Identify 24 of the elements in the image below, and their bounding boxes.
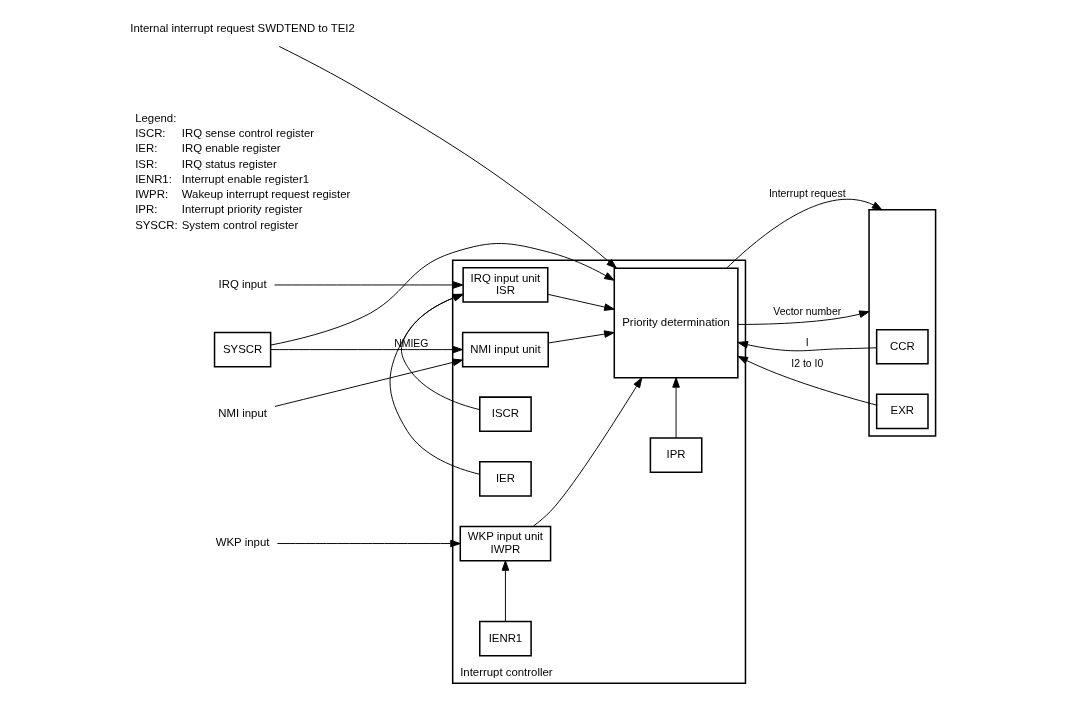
label: IWPR: bbox=[135, 188, 169, 201]
label: System control register bbox=[181, 218, 299, 231]
label: IRQ sense control register bbox=[181, 127, 315, 140]
label: IENR1: bbox=[135, 172, 172, 185]
node-text: WKP input bbox=[215, 536, 270, 549]
label: Legend: bbox=[135, 112, 177, 125]
label: IER: bbox=[135, 142, 158, 155]
label: IRQ enable register bbox=[181, 142, 281, 155]
node-text: NMI input bbox=[218, 407, 267, 420]
edge-label: Vector number bbox=[773, 306, 842, 318]
label: Interrupt enable register1 bbox=[181, 172, 310, 185]
label: Interrupt priority register bbox=[181, 203, 303, 216]
node-text: Internal interrupt request SWDTEND to TEI2 bbox=[130, 22, 355, 35]
label: Wakeup interrupt request register bbox=[181, 188, 351, 201]
node-text: IRQ input bbox=[218, 277, 267, 290]
label: SYSCR: bbox=[135, 218, 178, 231]
edge-label: Interrupt request bbox=[768, 188, 846, 200]
label: IRQ status register bbox=[181, 157, 277, 170]
label: IPR: bbox=[135, 203, 158, 216]
label: ISCR: bbox=[135, 127, 166, 140]
edge-label: I bbox=[805, 336, 809, 348]
edge-label: I2 to I0 bbox=[791, 358, 824, 370]
edge-label: NMIEG bbox=[394, 337, 429, 349]
label: ISR: bbox=[135, 157, 158, 170]
